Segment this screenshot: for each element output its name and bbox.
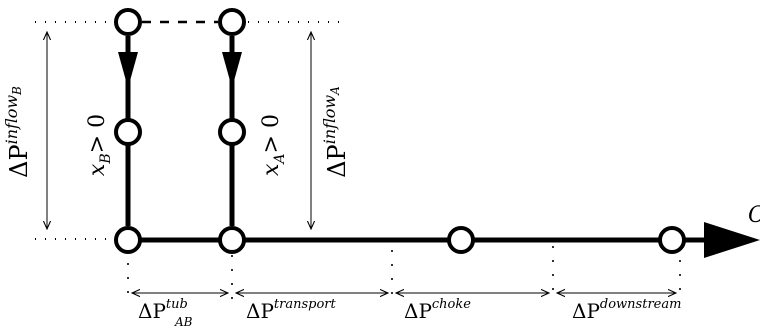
- well-a-flow-arrow: [222, 52, 242, 88]
- node-a-bottom: [218, 226, 246, 254]
- inflow-a-label: ΔPinflowA: [320, 86, 351, 178]
- node-b-bottom: [114, 226, 142, 254]
- node-downstream: [658, 226, 686, 254]
- downstream-label: ΔPdownstream: [572, 297, 681, 323]
- node-b-top: [114, 8, 142, 36]
- transport-label: ΔPtransport: [246, 297, 337, 323]
- well-b-flow-arrow: [118, 52, 138, 88]
- outlet-c-label: C: [748, 203, 760, 228]
- outlet-arrow-head: [704, 222, 760, 258]
- choke-label: ΔPchoke: [404, 297, 471, 323]
- node-b-mid: [114, 118, 142, 146]
- inflow-b-label: ΔPinflowB: [2, 86, 33, 178]
- node-choke: [447, 226, 475, 254]
- node-a-mid: [218, 118, 246, 146]
- xb-condition-label: xB> 0: [85, 114, 114, 176]
- xa-condition-label: xA> 0: [259, 114, 288, 176]
- node-a-top: [218, 8, 246, 36]
